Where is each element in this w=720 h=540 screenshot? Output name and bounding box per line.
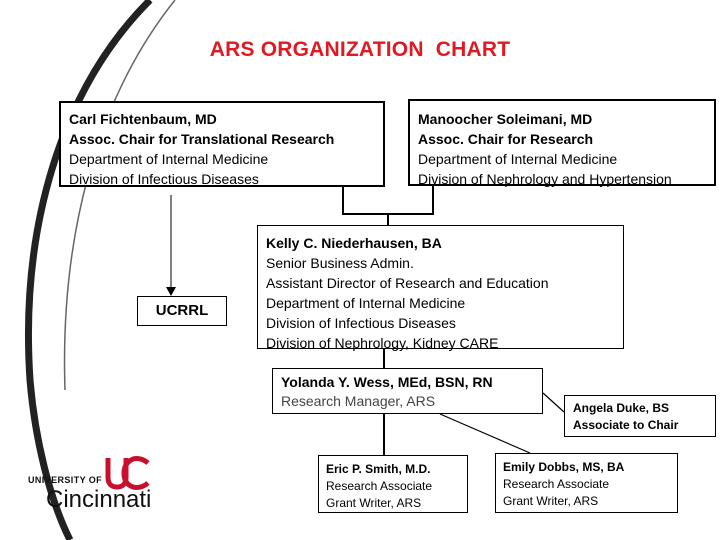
- node-role: Research Associate: [503, 477, 610, 491]
- connector-chairs-bracket: [342, 186, 434, 215]
- node-role-2: Grant Writer, ARS: [503, 494, 599, 508]
- node-name: Angela Duke, BS: [573, 401, 670, 415]
- node-role: Associate to Chair: [573, 418, 679, 432]
- node-title: Senior Business Admin.: [266, 255, 414, 271]
- node-division: Division of Nephrology and Hypertension: [418, 171, 672, 187]
- node-eric-smith: Eric P. Smith, M.D. Research Associate G…: [318, 455, 468, 513]
- node-name: Carl Fichtenbaum, MD: [69, 111, 217, 127]
- node-role: Research Associate: [326, 479, 433, 493]
- node-name: Manoocher Soleimani, MD: [418, 111, 593, 127]
- arrowhead-ucrrl: [166, 287, 176, 296]
- node-division: Division of Infectious Diseases: [69, 171, 259, 187]
- node-department: Department of Internal Medicine: [69, 151, 269, 167]
- node-yolanda-wess: Yolanda Y. Wess, MEd, BSN, RN Research M…: [272, 368, 543, 414]
- node-role: Research Manager, ARS: [281, 393, 436, 409]
- logo-university-of: UNIVERSITY OF: [28, 475, 103, 485]
- node-kelly-niederhausen: Kelly C. Niederhausen, BA Senior Busines…: [257, 225, 624, 351]
- node-ucrrl: UCRRL: [137, 296, 227, 326]
- node-role: Assoc. Chair for Research: [418, 131, 594, 147]
- node-role: Assoc. Chair for Translational Research: [69, 131, 335, 147]
- node-department: Department of Internal Medicine: [266, 295, 466, 311]
- node-carl-fichtenbaum: Carl Fichtenbaum, MD Assoc. Chair for Tr…: [59, 101, 385, 187]
- node-name: Yolanda Y. Wess, MEd, BSN, RN: [281, 374, 493, 390]
- node-title-2: Assistant Director of Research and Educa…: [266, 275, 549, 291]
- node-name: Eric P. Smith, M.D.: [326, 462, 431, 476]
- chart-title: ARS ORGANIZATION CHART: [209, 38, 511, 61]
- connector-yolanda-angela: [542, 392, 565, 413]
- node-name: Emily Dobbs, MS, BA: [503, 460, 625, 474]
- node-angela-duke: Angela Duke, BS Associate to Chair: [564, 395, 716, 437]
- node-role-2: Grant Writer, ARS: [326, 496, 422, 510]
- background-swoosh: [25, 0, 153, 540]
- uc-logo-icon: [105, 456, 150, 490]
- node-department: Department of Internal Medicine: [418, 151, 618, 167]
- connector-yolanda-emily: [439, 413, 531, 454]
- node-division: Division of Infectious Diseases: [266, 315, 456, 331]
- node-emily-dobbs: Emily Dobbs, MS, BA Research Associate G…: [495, 453, 678, 513]
- logo-cincinnati: Cincinnati: [46, 486, 152, 513]
- node-manoocher-soleimani: Manoocher Soleimani, MD Assoc. Chair for…: [408, 99, 716, 187]
- uc-mark-c: [121, 456, 150, 490]
- node-name: Kelly C. Niederhausen, BA: [266, 235, 442, 251]
- node-division-2: Division of Nephrology, Kidney CARE: [266, 335, 499, 351]
